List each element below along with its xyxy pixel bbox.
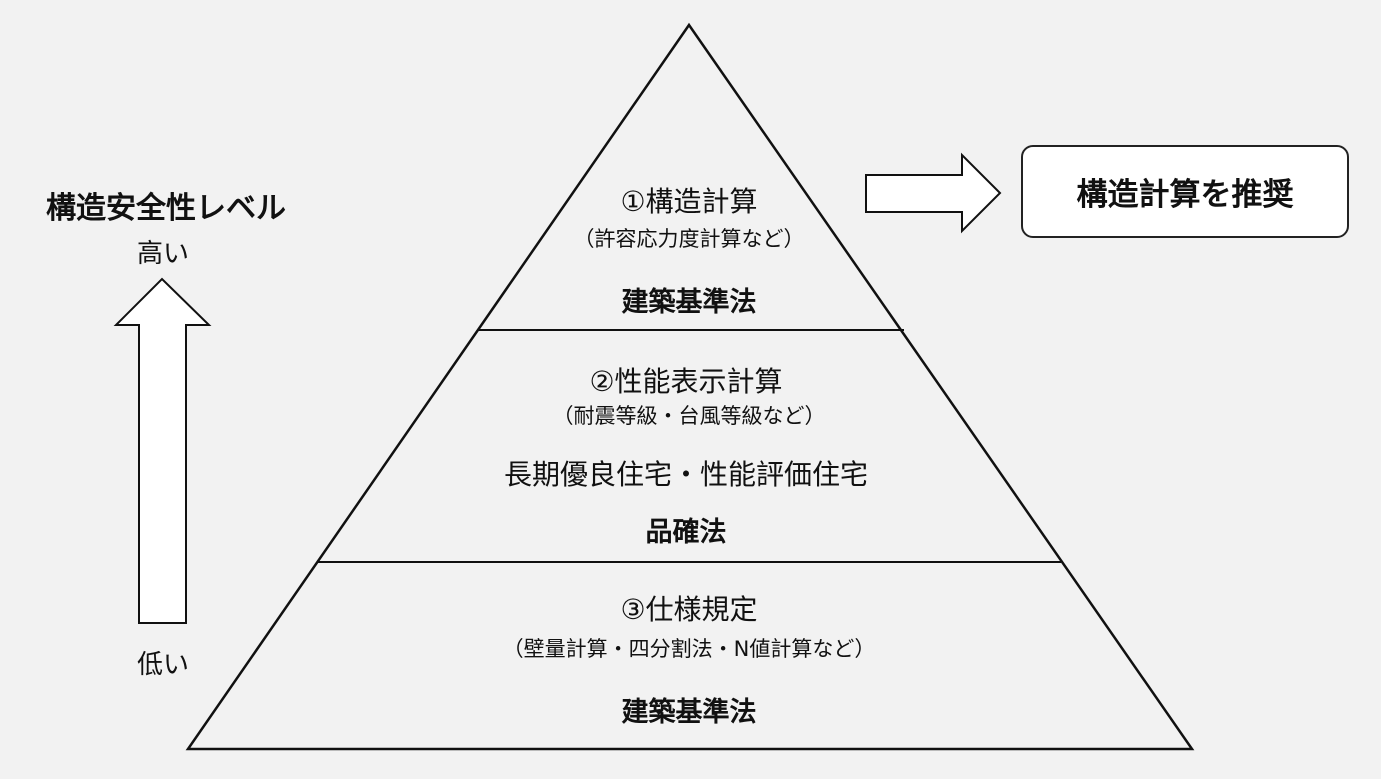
tier-1-detail: （許容応力度計算など） — [573, 227, 805, 251]
tier-2-extra: 長期優良住宅・性能評価住宅 — [503, 458, 869, 491]
right-arrow-icon — [865, 152, 1002, 234]
pyramid-outline — [185, 22, 1195, 751]
tier-3-name: ③仕様規定 — [620, 593, 758, 626]
axis-low-label: 低い — [136, 650, 190, 680]
tier-2-law: 品確法 — [645, 517, 727, 548]
tier-1-name: ①構造計算 — [620, 185, 758, 218]
axis-high-label: 高い — [136, 239, 190, 269]
up-arrow-icon — [113, 277, 212, 624]
tier-2-name: ②性能表示計算 — [589, 365, 783, 398]
recommendation-box: 構造計算を推奨 — [1021, 145, 1349, 238]
axis-title: 構造安全性レベル — [46, 191, 286, 226]
tier-3-law: 建築基準法 — [621, 697, 757, 728]
tier-2-detail: （耐震等級・台風等級など） — [552, 404, 826, 428]
tier-3-detail: （壁量計算・四分割法・N値計算など） — [502, 637, 876, 661]
tier-1-law: 建築基準法 — [621, 287, 757, 318]
